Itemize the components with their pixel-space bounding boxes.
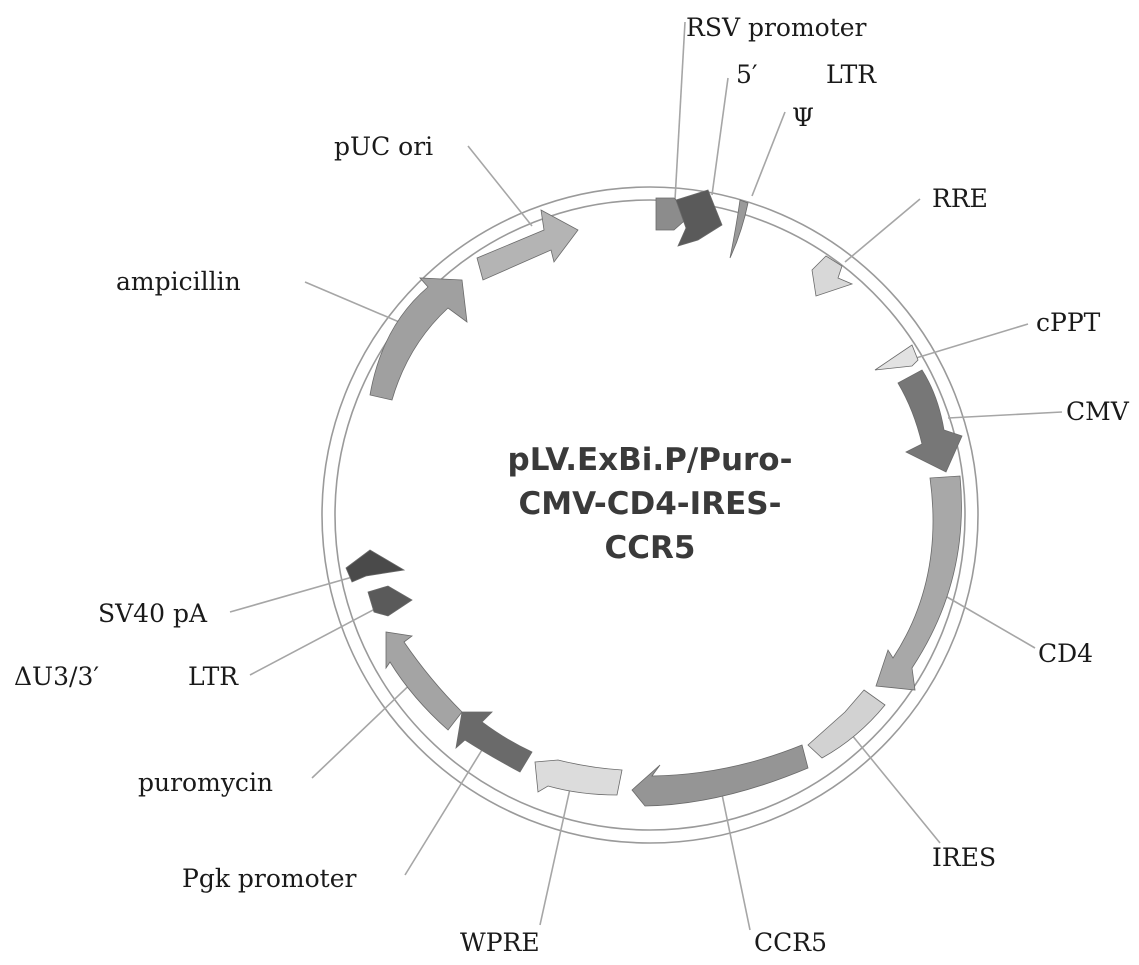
leader-cd4 [935,590,1035,648]
leader-puromycin [312,675,420,778]
leader-du3-ltr [250,600,392,675]
label-cmv: CMV [1066,397,1130,426]
leader-rsv-promoter [675,22,685,200]
label-cd4: CD4 [1038,639,1093,668]
label-puc-ori: pUC ori [334,132,433,161]
cmv-arrow [898,370,962,472]
leader-cmv [948,412,1062,418]
label-ires: IRES [932,843,996,872]
label-ccr5: CCR5 [754,928,827,957]
feature-labels: RSV promoter 5′ LTR Ψ RRE cPPT CMV CD4 I… [14,13,1130,957]
label-cppt: cPPT [1036,308,1101,337]
sv40-pa-arrow [346,550,404,582]
ires-arrow [808,690,885,758]
label-du3-ltr-prefix: ΔU3/3′ [14,662,99,691]
leader-puc-ori [468,146,532,226]
label-rsv-promoter: RSV promoter [686,13,867,42]
label-ampicillin: ampicillin [116,267,241,296]
leader-ccr5 [718,775,750,930]
leader-pgk-promoter [405,745,485,875]
plasmid-name-line-1: pLV.ExBi.P/Puro- [508,442,793,478]
label-psi: Ψ [792,103,814,132]
plasmid-name: pLV.ExBi.P/Puro- CMV-CD4-IRES- CCR5 [508,442,793,566]
label-puromycin: puromycin [138,768,273,797]
label-sv40-pa: SV40 pA [98,599,208,628]
label-5-ltr-word: LTR [826,60,877,89]
leader-wpre [540,775,573,925]
label-5-ltr-number: 5′ [736,60,758,89]
du3-ltr-arrow [368,586,412,616]
puromycin-arrow [386,632,462,730]
plasmid-name-line-2: CMV-CD4-IRES- [519,486,782,522]
pgk-promoter-arrow [456,712,532,772]
label-rre: RRE [932,184,988,213]
cppt-arrow [875,345,918,370]
leader-psi [752,112,785,196]
5-ltr-arrow [676,190,722,246]
ccr5-arrow [632,745,808,806]
label-pgk-promoter: Pgk promoter [182,864,357,893]
label-wpre: WPRE [460,928,540,957]
wpre-arrow [535,760,622,795]
leader-rre [845,199,920,262]
ampicillin-arrow [370,278,467,400]
psi-marker [730,200,748,258]
leader-5-ltr [712,78,728,195]
plasmid-name-line-3: CCR5 [605,530,696,566]
label-du3-ltr-word: LTR [188,662,239,691]
cd4-arrow [876,476,961,690]
